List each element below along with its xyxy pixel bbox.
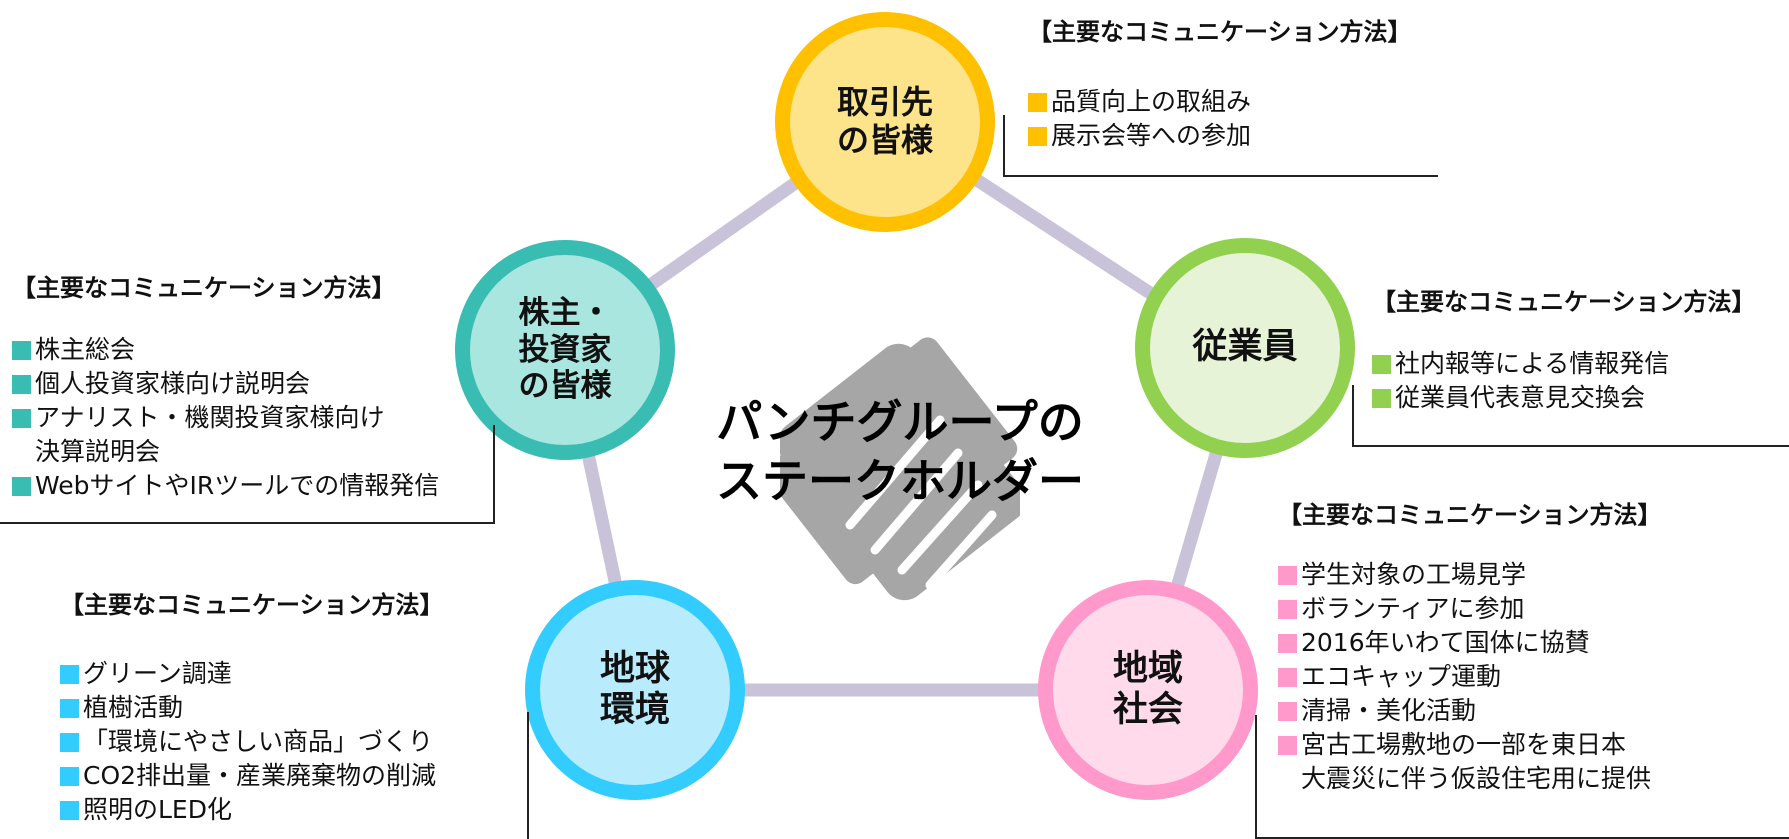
suppliers-callout-line bbox=[1003, 115, 1438, 177]
bullet-square-icon bbox=[1278, 634, 1297, 653]
list-item-text: CO2排出量・産業廃棄物の削減 bbox=[83, 761, 437, 790]
list-item: グリーン調達 bbox=[60, 657, 444, 691]
list-item-text: 株主総会 bbox=[35, 335, 136, 364]
bullet-square-icon bbox=[60, 665, 79, 684]
list-item-text: WebサイトやIRツールでの情報発信 bbox=[35, 471, 440, 500]
shareholders-callout-line bbox=[0, 425, 495, 524]
community-callout-line bbox=[1255, 715, 1789, 839]
list-item-text: 品質向上の取組み bbox=[1051, 87, 1252, 116]
bullet-square-icon bbox=[12, 375, 31, 394]
list-item: 植樹活動 bbox=[60, 691, 444, 725]
list-item-text: 学生対象の工場見学 bbox=[1301, 560, 1527, 589]
list-item-text: グリーン調達 bbox=[83, 659, 232, 688]
node-community: 地域 社会 bbox=[1038, 580, 1258, 800]
list-item-text: 展示会等への参加 bbox=[1051, 121, 1252, 150]
bullet-square-icon bbox=[12, 409, 31, 428]
list-item: 株主総会 bbox=[12, 333, 439, 367]
list-item: 2016年いわて国体に協賛 bbox=[1278, 626, 1662, 660]
environment-info: 【主要なコミュニケーション方法】 グリーン調達 植樹活動 「環境にやさしい商品」… bbox=[60, 585, 444, 827]
list-item-text: ボランティアに参加 bbox=[1301, 594, 1525, 623]
bullet-square-icon bbox=[60, 733, 79, 752]
bullet-square-icon bbox=[1278, 566, 1297, 585]
list-item: 社内報等による情報発信 bbox=[1372, 347, 1756, 381]
list-item-text: 清掃・美化活動 bbox=[1301, 696, 1477, 725]
environment-list: グリーン調達 植樹活動 「環境にやさしい商品」づくり CO2排出量・産業廃棄物の… bbox=[60, 657, 444, 827]
community-list: 学生対象の工場見学 ボランティアに参加 2016年いわて国体に協賛 エコキャップ… bbox=[1278, 558, 1662, 796]
list-item: ボランティアに参加 bbox=[1278, 592, 1662, 626]
list-item-text: 個人投資家様向け説明会 bbox=[35, 369, 311, 398]
list-item-text: 「環境にやさしい商品」づくり bbox=[83, 727, 434, 756]
list-item-continuation: 大震災に伴う仮設住宅用に提供 bbox=[1301, 764, 1652, 793]
suppliers-info: 【主要なコミュニケーション方法】 品質向上の取組み 展示会等への参加 bbox=[1028, 12, 1412, 153]
list-item: 従業員代表意見交換会 bbox=[1372, 381, 1756, 415]
bullet-square-icon bbox=[1372, 355, 1391, 374]
list-item: アナリスト・機関投資家様向け bbox=[12, 401, 439, 435]
bullet-square-icon bbox=[60, 767, 79, 786]
list-item-text: 社内報等による情報発信 bbox=[1395, 349, 1670, 378]
employees-heading: 【主要なコミュニケーション方法】 bbox=[1372, 288, 1756, 316]
bullet-square-icon bbox=[12, 341, 31, 360]
list-item-text: 照明のLED化 bbox=[83, 795, 232, 824]
bullet-square-icon bbox=[60, 801, 79, 820]
employees-list: 社内報等による情報発信 従業員代表意見交換会 bbox=[1372, 347, 1756, 415]
list-item: 展示会等への参加 bbox=[1028, 119, 1412, 153]
list-item: CO2排出量・産業廃棄物の削減 bbox=[60, 759, 444, 793]
node-community-label: 地域 社会 bbox=[1112, 648, 1183, 730]
list-item: 品質向上の取組み bbox=[1028, 85, 1412, 119]
list-item-text: 2016年いわて国体に協賛 bbox=[1301, 628, 1590, 657]
shareholders-heading: 【主要なコミュニケーション方法】 bbox=[12, 274, 396, 302]
list-item: 宮古工場敷地の一部を東日本 bbox=[1278, 728, 1662, 762]
employees-callout-line bbox=[1352, 385, 1789, 447]
list-item: 照明のLED化 bbox=[60, 793, 444, 827]
bullet-square-icon bbox=[1278, 600, 1297, 619]
center-title: パンチグループの ステークホルダー bbox=[716, 395, 1084, 508]
list-item: 学生対象の工場見学 bbox=[1278, 558, 1662, 592]
suppliers-list: 品質向上の取組み 展示会等への参加 bbox=[1028, 85, 1412, 153]
list-item: 「環境にやさしい商品」づくり bbox=[60, 725, 444, 759]
bullet-square-icon bbox=[1028, 127, 1047, 146]
bullet-square-icon bbox=[1278, 736, 1297, 755]
list-item: エコキャップ運動 bbox=[1278, 660, 1662, 694]
node-suppliers-label: 取引先 の皆様 bbox=[836, 83, 933, 159]
node-shareholders-label: 株主・ 投資家 の皆様 bbox=[518, 295, 612, 405]
environment-heading: 【主要なコミュニケーション方法】 bbox=[60, 591, 444, 619]
bullet-square-icon bbox=[12, 477, 31, 496]
community-info: 【主要なコミュニケーション方法】 学生対象の工場見学 ボランティアに参加 201… bbox=[1278, 495, 1662, 796]
node-employees-label: 従業員 bbox=[1192, 327, 1298, 368]
list-item-text: 植樹活動 bbox=[83, 693, 184, 722]
environment-callout-line bbox=[527, 712, 529, 839]
bullet-square-icon bbox=[1028, 93, 1047, 112]
community-heading: 【主要なコミュニケーション方法】 bbox=[1278, 501, 1662, 529]
list-item-text: エコキャップ運動 bbox=[1301, 662, 1502, 691]
list-item-text: 従業員代表意見交換会 bbox=[1395, 383, 1646, 412]
bullet-square-icon bbox=[1278, 702, 1297, 721]
employees-info: 【主要なコミュニケーション方法】 社内報等による情報発信 従業員代表意見交換会 bbox=[1372, 282, 1756, 415]
list-item: 個人投資家様向け説明会 bbox=[12, 367, 439, 401]
bullet-square-icon bbox=[1372, 389, 1391, 408]
shareholders-list: 株主総会 個人投資家様向け説明会 アナリスト・機関投資家様向け 決算説明会 We… bbox=[12, 333, 439, 503]
list-item-text: 宮古工場敷地の一部を東日本 bbox=[1301, 730, 1627, 759]
shareholders-info: 【主要なコミュニケーション方法】 株主総会 個人投資家様向け説明会 アナリスト・… bbox=[12, 268, 439, 503]
handshake-icon bbox=[780, 337, 1020, 601]
bullet-square-icon bbox=[60, 699, 79, 718]
bullet-square-icon bbox=[1278, 668, 1297, 687]
node-environment: 地球 環境 bbox=[525, 580, 745, 800]
list-item: 清掃・美化活動 bbox=[1278, 694, 1662, 728]
list-item-continuation: 決算説明会 bbox=[35, 437, 161, 466]
list-item-text: アナリスト・機関投資家様向け bbox=[35, 403, 385, 432]
node-suppliers: 取引先 の皆様 bbox=[775, 12, 995, 232]
list-item: WebサイトやIRツールでの情報発信 bbox=[12, 469, 439, 503]
node-employees: 従業員 bbox=[1135, 238, 1355, 458]
node-environment-label: 地球 環境 bbox=[599, 648, 670, 730]
suppliers-heading: 【主要なコミュニケーション方法】 bbox=[1028, 18, 1412, 46]
